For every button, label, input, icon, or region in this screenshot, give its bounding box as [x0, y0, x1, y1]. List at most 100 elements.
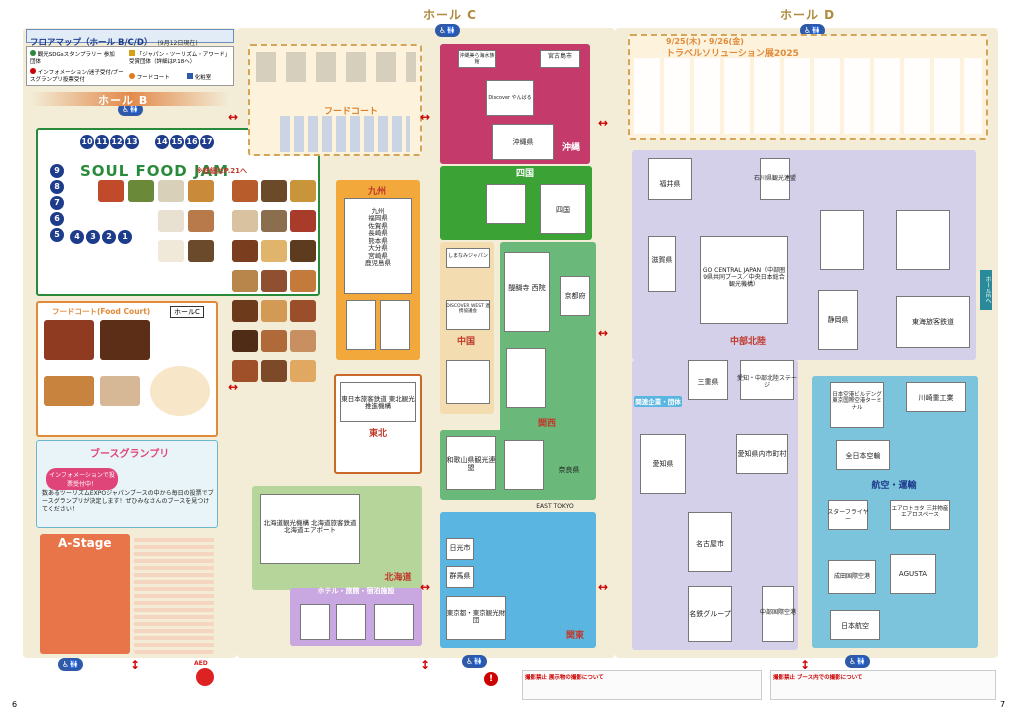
kanto-booth-b-label: 群馬県 — [449, 572, 471, 580]
starflyer-booth[interactable] — [828, 500, 868, 530]
kansai-booth-d[interactable] — [504, 440, 544, 490]
fukui-label: 福井県 — [659, 180, 681, 188]
kyushu-header: 九州 — [367, 187, 386, 197]
go-central-booth[interactable] — [700, 236, 788, 324]
food-photo — [150, 366, 210, 416]
nagoya-booth[interactable] — [688, 512, 732, 572]
haneda-booth[interactable] — [830, 382, 884, 428]
kanto-booth-a-label: 日光市 — [449, 544, 471, 552]
shikoku-booth[interactable] — [540, 184, 586, 234]
kansai-booth-c[interactable] — [446, 436, 496, 490]
hall-e-link[interactable]: ホールEへ — [980, 270, 992, 310]
agusta-label: AGUSTA — [898, 570, 928, 578]
food-photo — [44, 320, 94, 360]
okinawa-booth-c-label: Discover やんばる — [488, 95, 532, 101]
narita-booth[interactable] — [828, 560, 876, 594]
shizuoka-booth[interactable] — [818, 290, 858, 350]
chubu-airport-booth[interactable] — [762, 586, 794, 642]
kanto-booth-c-label: 東京都・東京観光財団 — [446, 609, 506, 625]
food-photo — [100, 376, 140, 406]
kawasaki-booth[interactable] — [906, 382, 966, 412]
travel-solution-date: 9/25(木)・9/26(金) — [666, 37, 744, 46]
kyushu-small-booth[interactable] — [346, 300, 376, 350]
hokkaido-main-booth[interactable] — [260, 494, 360, 564]
shiga-booth[interactable] — [648, 236, 676, 292]
meitetsu-booth[interactable] — [688, 586, 732, 642]
aichi-chubu-label: 愛知・中部北陸ステージ — [736, 375, 797, 389]
agusta-booth[interactable] — [890, 554, 936, 594]
kanto-booth-b[interactable] — [446, 566, 474, 588]
meitetsu-label: 名鉄グループ — [689, 610, 731, 618]
chugoku-booth-c[interactable] — [446, 360, 490, 404]
tohoku-main-booth[interactable] — [340, 382, 416, 422]
nagano-booth[interactable] — [896, 210, 950, 270]
kansai-booth-b[interactable] — [560, 276, 590, 316]
toilet-icon: ♿🚻 — [435, 24, 461, 37]
aichi-city-booth[interactable] — [736, 434, 788, 474]
aichi-booth[interactable] — [640, 434, 686, 494]
aerotoyota-booth[interactable] — [890, 500, 950, 530]
shikoku-header: 四国 — [515, 169, 534, 179]
okinawa-booth-b[interactable] — [540, 50, 580, 68]
hotel-booth[interactable] — [336, 604, 366, 640]
travel-booths — [634, 58, 982, 134]
kyushu-main-booth[interactable] — [344, 198, 412, 294]
tokai-rail-label: 東海旅客鉄道 — [912, 318, 954, 326]
exit-arrow-icon: ↕ — [800, 658, 811, 672]
okinawa-booth-c[interactable] — [486, 80, 534, 116]
kansai-booth-small[interactable] — [506, 348, 546, 408]
shikoku-small-booth[interactable] — [486, 184, 526, 224]
koku-header: 航空・運輸 — [871, 481, 917, 491]
chugoku-booth-b[interactable] — [446, 300, 490, 330]
page-title: フロアマップ（ホール B/C/D） — [30, 38, 153, 48]
toilet-icon: ♿🚻 — [118, 103, 144, 116]
kansai-booth-a[interactable] — [504, 252, 550, 332]
kanto-booth-c[interactable] — [446, 596, 506, 640]
booth-number: 12 — [110, 135, 124, 149]
exit-arrow-icon: ↔ — [598, 116, 609, 130]
info-icon — [30, 68, 36, 74]
jal-booth[interactable] — [830, 610, 880, 640]
ana-booth[interactable] — [836, 440, 890, 470]
kansai-booth-b-label: 京都府 — [564, 292, 586, 300]
okinawa-main-booth[interactable] — [492, 124, 554, 160]
legend-stamp-label: 観光SDGsスタンプラリー 参加団体 — [30, 52, 115, 65]
shikoku-main-label: 四国 — [556, 206, 570, 214]
hall-c-title: ホール C — [423, 8, 477, 22]
soul-food-title: SOUL FOOD JAM — [80, 162, 230, 180]
starflyer-label: スターフライヤー — [827, 509, 869, 523]
exit-arrow-icon: ↔ — [420, 110, 431, 124]
chugoku-booth-a[interactable] — [446, 248, 490, 268]
page-number-right: 7 — [1000, 700, 1006, 709]
kawasaki-label: 川崎重工業 — [918, 394, 954, 402]
legend-stamp: 観光SDGsスタンプラリー 参加団体 — [30, 50, 120, 65]
hotel-booth[interactable] — [374, 604, 414, 640]
ishikawa-booth[interactable] — [760, 158, 790, 200]
footer-note-right: 撮影禁止 ブース内での撮影について — [770, 670, 996, 700]
okinawa-booth-a-label: 沖縄美ら海水族館 — [459, 53, 495, 65]
food-court-icon — [129, 73, 135, 79]
kyushu-small-booth[interactable] — [380, 300, 410, 350]
okinawa-booth-a[interactable] — [458, 50, 496, 68]
aed-label: AED — [194, 660, 208, 667]
aed-icon — [196, 668, 214, 686]
booth-number: 6 — [50, 212, 64, 226]
gifu-booth[interactable] — [820, 210, 864, 270]
kanto-booth-a[interactable] — [446, 538, 474, 560]
okinawa-main-label: 沖縄県 — [512, 138, 534, 146]
fukui-booth[interactable] — [648, 158, 692, 200]
date-note: (9月12日現在) — [157, 40, 198, 47]
food-court-side-title: フードコート(Food Court) — [52, 307, 151, 316]
aichi-city-label: 愛知県内市町村 — [737, 450, 787, 458]
hotel-booth[interactable] — [300, 604, 330, 640]
aichi-chubu-stage[interactable] — [740, 360, 794, 400]
chugoku-header: 中国 — [456, 337, 475, 347]
kansai-booth-c-label: 和歌山県観光連盟 — [446, 456, 496, 473]
tokai-rail-booth[interactable] — [896, 296, 970, 348]
mie-label: 三重県 — [697, 378, 719, 386]
chubu-airport-label: 中部国際空港 — [759, 609, 796, 616]
toilet-icon — [187, 73, 193, 79]
floor-map-header: フロアマップ（ホール B/C/D） (9月12日現在) — [26, 29, 234, 48]
toilet-icon: ♿🚻 — [58, 658, 84, 671]
mie-booth[interactable] — [688, 360, 728, 400]
